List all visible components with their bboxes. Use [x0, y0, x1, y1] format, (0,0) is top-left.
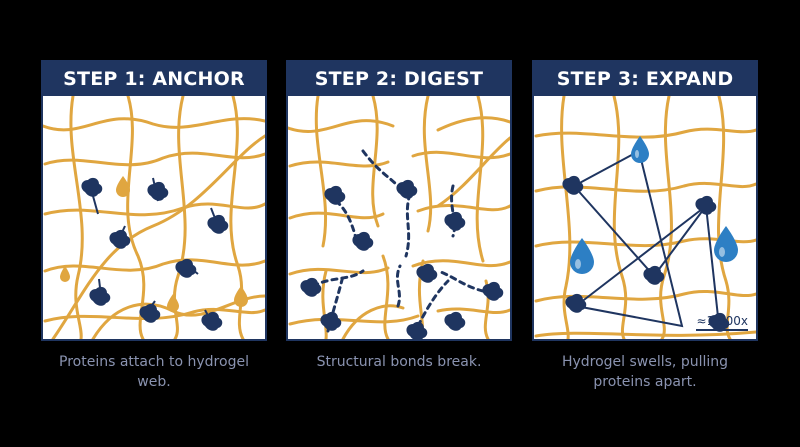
- anchor-illustration: [43, 96, 265, 339]
- protein-icon: [81, 177, 229, 331]
- panel-step-1: STEP 1: ANCHOR: [41, 60, 267, 341]
- panel-title: STEP 3: EXPAND: [534, 62, 756, 96]
- panel-title: STEP 1: ANCHOR: [43, 62, 265, 96]
- panel-title: STEP 2: DIGEST: [288, 62, 510, 96]
- digest-illustration: [288, 96, 510, 339]
- scale-label: ≈1,000x: [696, 314, 748, 328]
- protein-icon: [562, 175, 730, 332]
- panel-step-3: STEP 3: EXPAND: [532, 60, 758, 341]
- hydrogel-fibers: [43, 96, 265, 339]
- protein-icon: [300, 179, 504, 339]
- caption-step-3: Hydrogel swells, pulling proteins apart.: [561, 354, 729, 390]
- caption-step-1: Proteins attach to hydrogel web.: [59, 354, 249, 390]
- scale-bar: [696, 329, 748, 331]
- scale-indicator: ≈1,000x: [696, 314, 748, 331]
- expand-illustration: [534, 96, 756, 339]
- panel-step-2: STEP 2: DIGEST: [286, 60, 512, 341]
- caption-step-2: Structural bonds break.: [316, 354, 482, 370]
- droplet-icon: [60, 176, 248, 312]
